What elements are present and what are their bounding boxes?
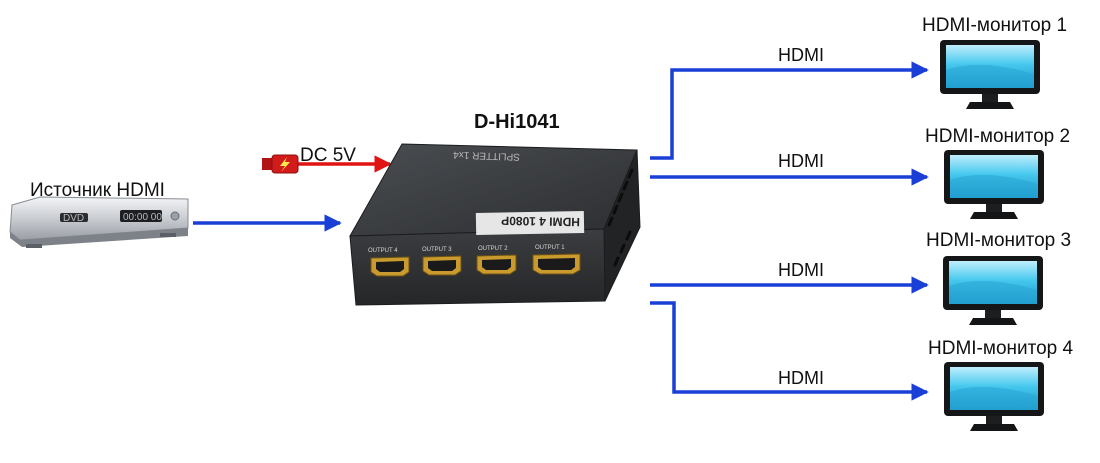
port-label-4: OUTPUT 4 bbox=[368, 248, 398, 254]
monitor-icon bbox=[944, 150, 1044, 219]
cable-label-1: HDMI bbox=[778, 45, 824, 65]
power-label: DC 5V bbox=[300, 145, 356, 166]
port-label-3: OUTPUT 3 bbox=[422, 247, 452, 253]
monitor-icon bbox=[944, 362, 1044, 431]
port-label-2: OUTPUT 2 bbox=[478, 246, 508, 252]
output-port-4: OUTPUT 4 bbox=[368, 248, 410, 277]
monitor-label-3: HDMI-монитор 3 bbox=[926, 230, 1071, 251]
dvd-display-text: 00:00 00 bbox=[123, 212, 162, 223]
splitter-top-print: SPLITTER 1x4 bbox=[453, 149, 520, 162]
cable-label-2: HDMI bbox=[778, 151, 824, 171]
power-plug-icon bbox=[262, 154, 299, 174]
dvd-player-icon: DVD 00:00 00 bbox=[9, 196, 189, 248]
port-label-1: OUTPUT 1 bbox=[535, 245, 565, 251]
cable-label-4: HDMI bbox=[778, 368, 824, 388]
lightning-icon bbox=[280, 157, 290, 172]
splitter-logo: HDMI 4 1080P bbox=[501, 214, 580, 229]
output-port-3: OUTPUT 3 bbox=[422, 247, 462, 276]
output-port-2: OUTPUT 2 bbox=[476, 246, 517, 275]
monitor-label-4: HDMI-монитор 4 bbox=[928, 338, 1074, 359]
source-label: Источник HDMI bbox=[30, 180, 165, 201]
monitor-label-1: HDMI-монитор 1 bbox=[922, 15, 1067, 36]
monitor-icon bbox=[940, 40, 1040, 109]
output-cable-4 bbox=[650, 301, 929, 401]
monitor-label-2: HDMI-монитор 2 bbox=[925, 126, 1070, 147]
monitor-icon bbox=[943, 256, 1043, 325]
output-port-1: OUTPUT 1 bbox=[532, 245, 581, 275]
output-cable-1 bbox=[650, 61, 929, 160]
cable-label-3: HDMI bbox=[778, 260, 824, 280]
hdmi-splitter-icon: SPLITTER 1x4 HDMI 4 1080P bbox=[349, 143, 641, 306]
splitter-model: D-Hi1041 bbox=[474, 111, 560, 133]
dvd-brand-text: DVD bbox=[63, 213, 84, 224]
